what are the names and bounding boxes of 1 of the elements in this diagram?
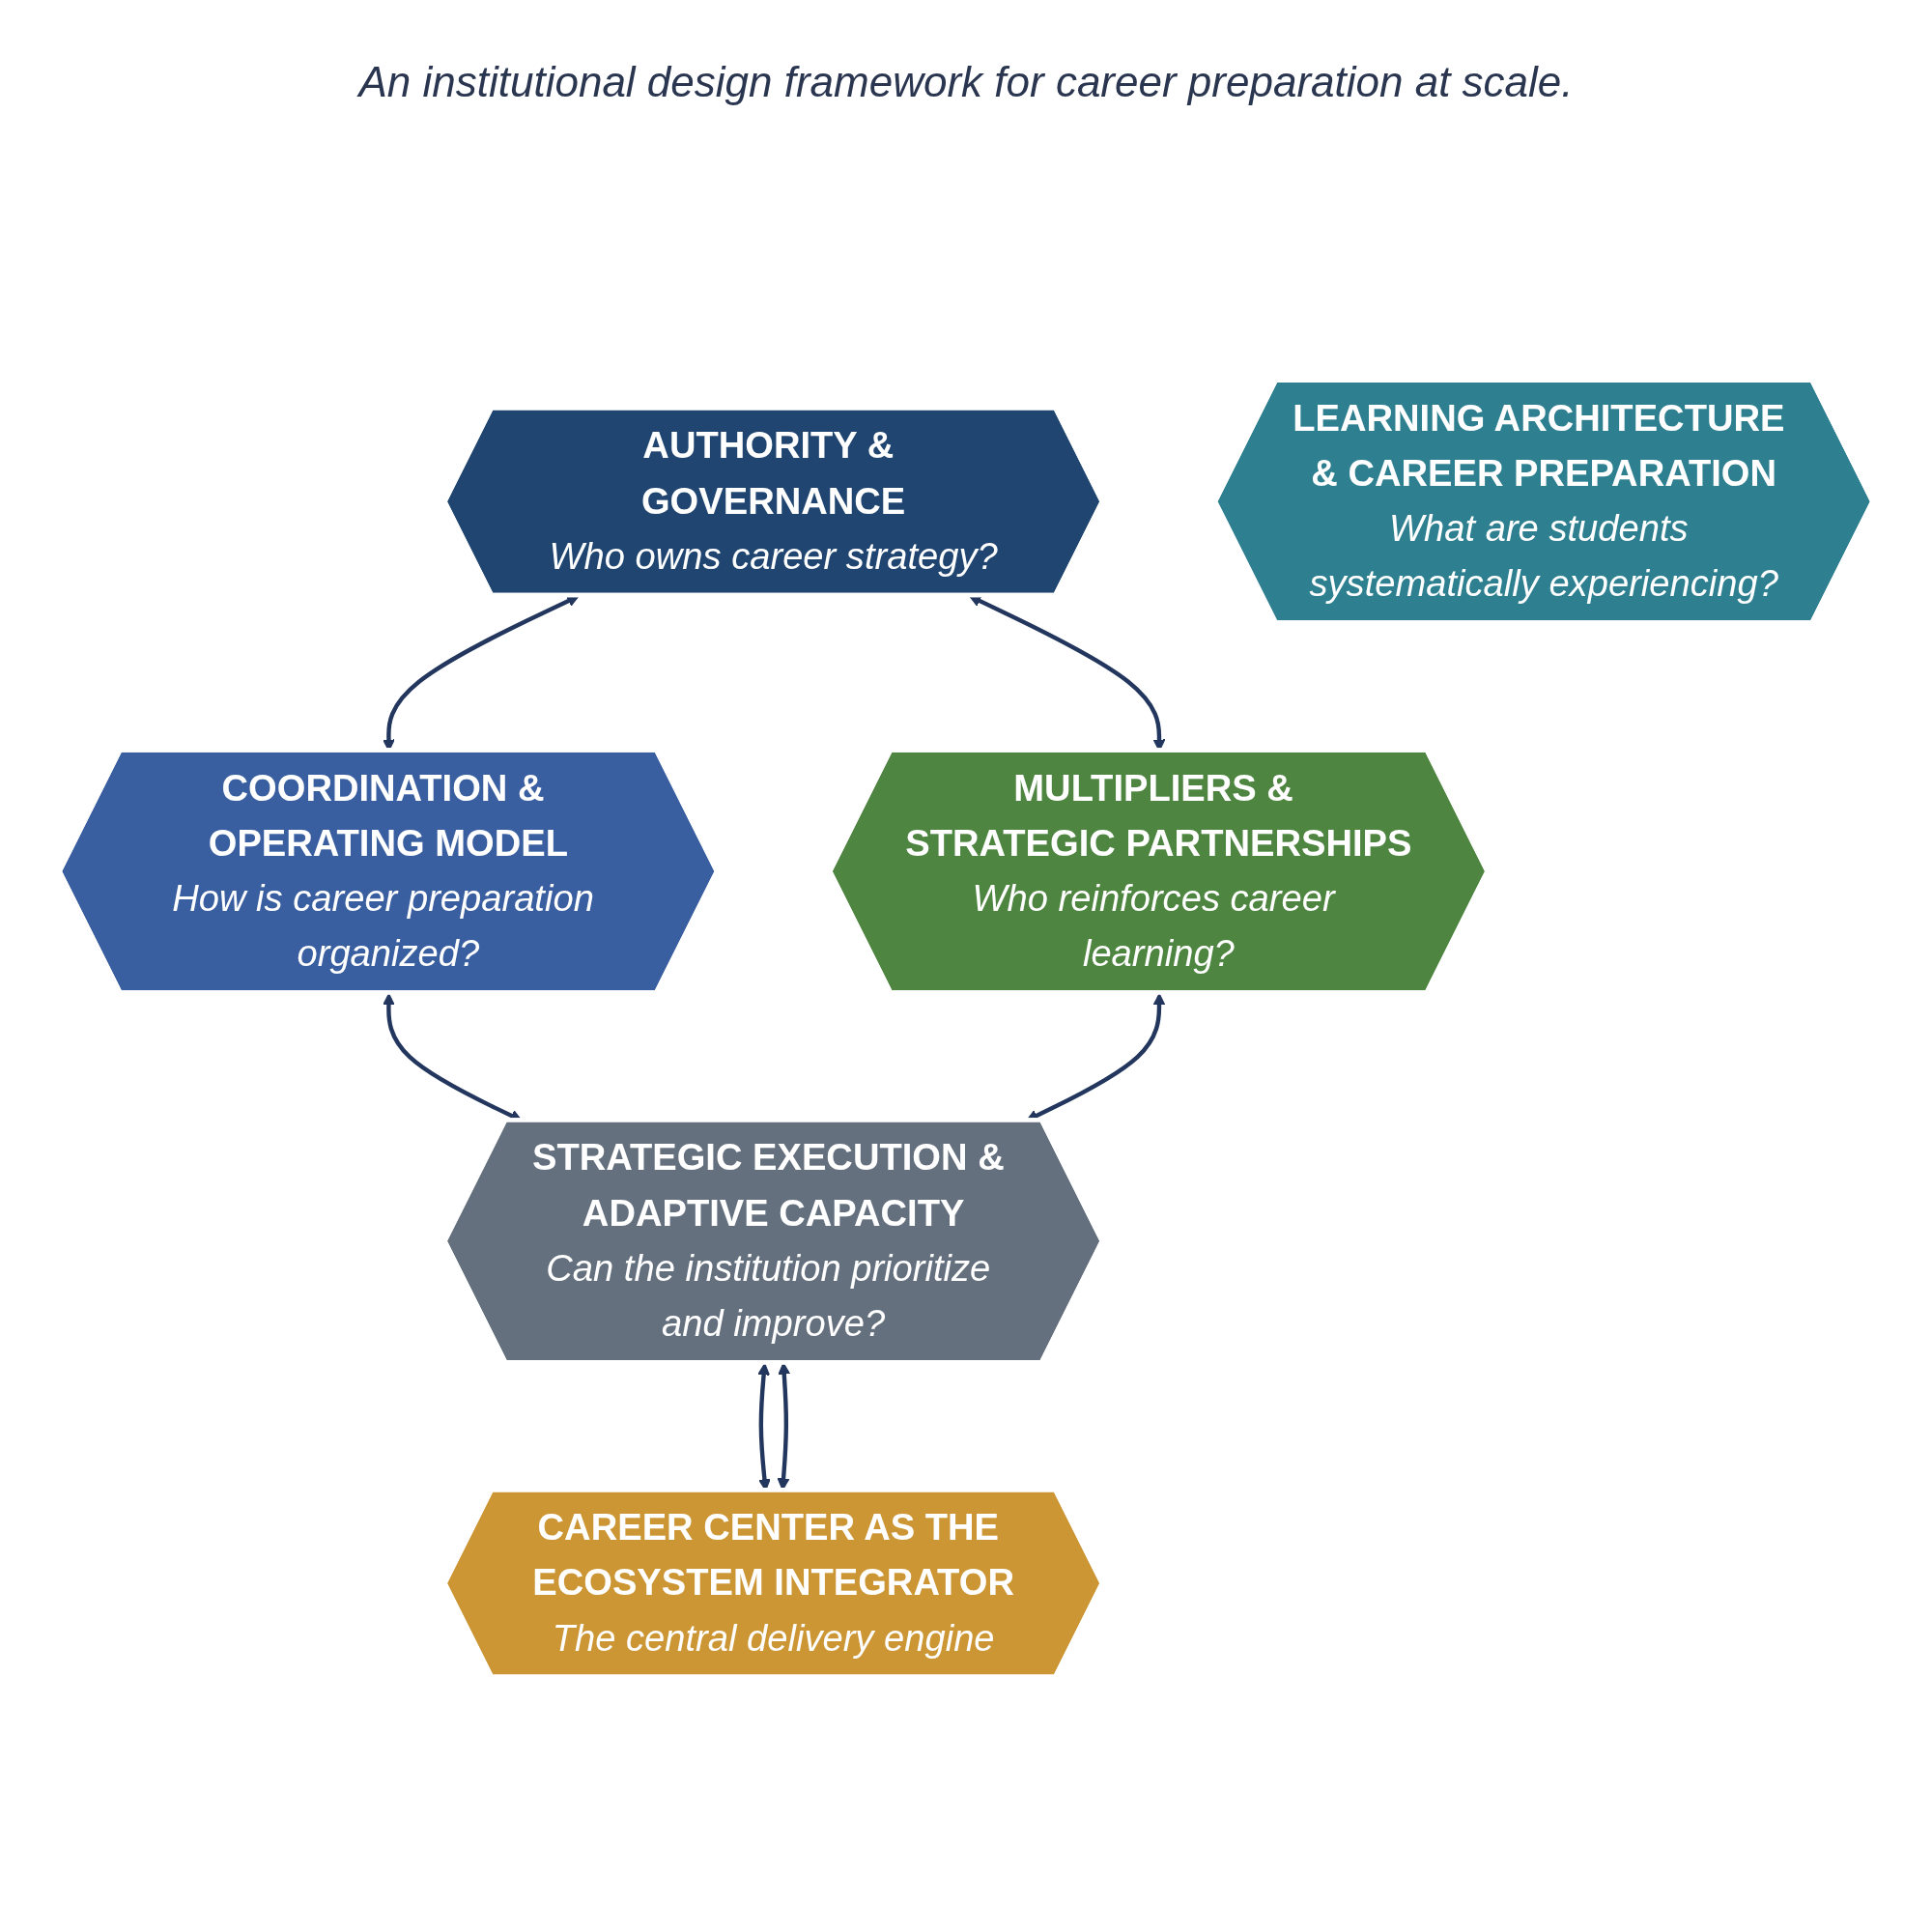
- subtitle-text: An institutional design framework for career preparation at scale.: [358, 58, 1574, 106]
